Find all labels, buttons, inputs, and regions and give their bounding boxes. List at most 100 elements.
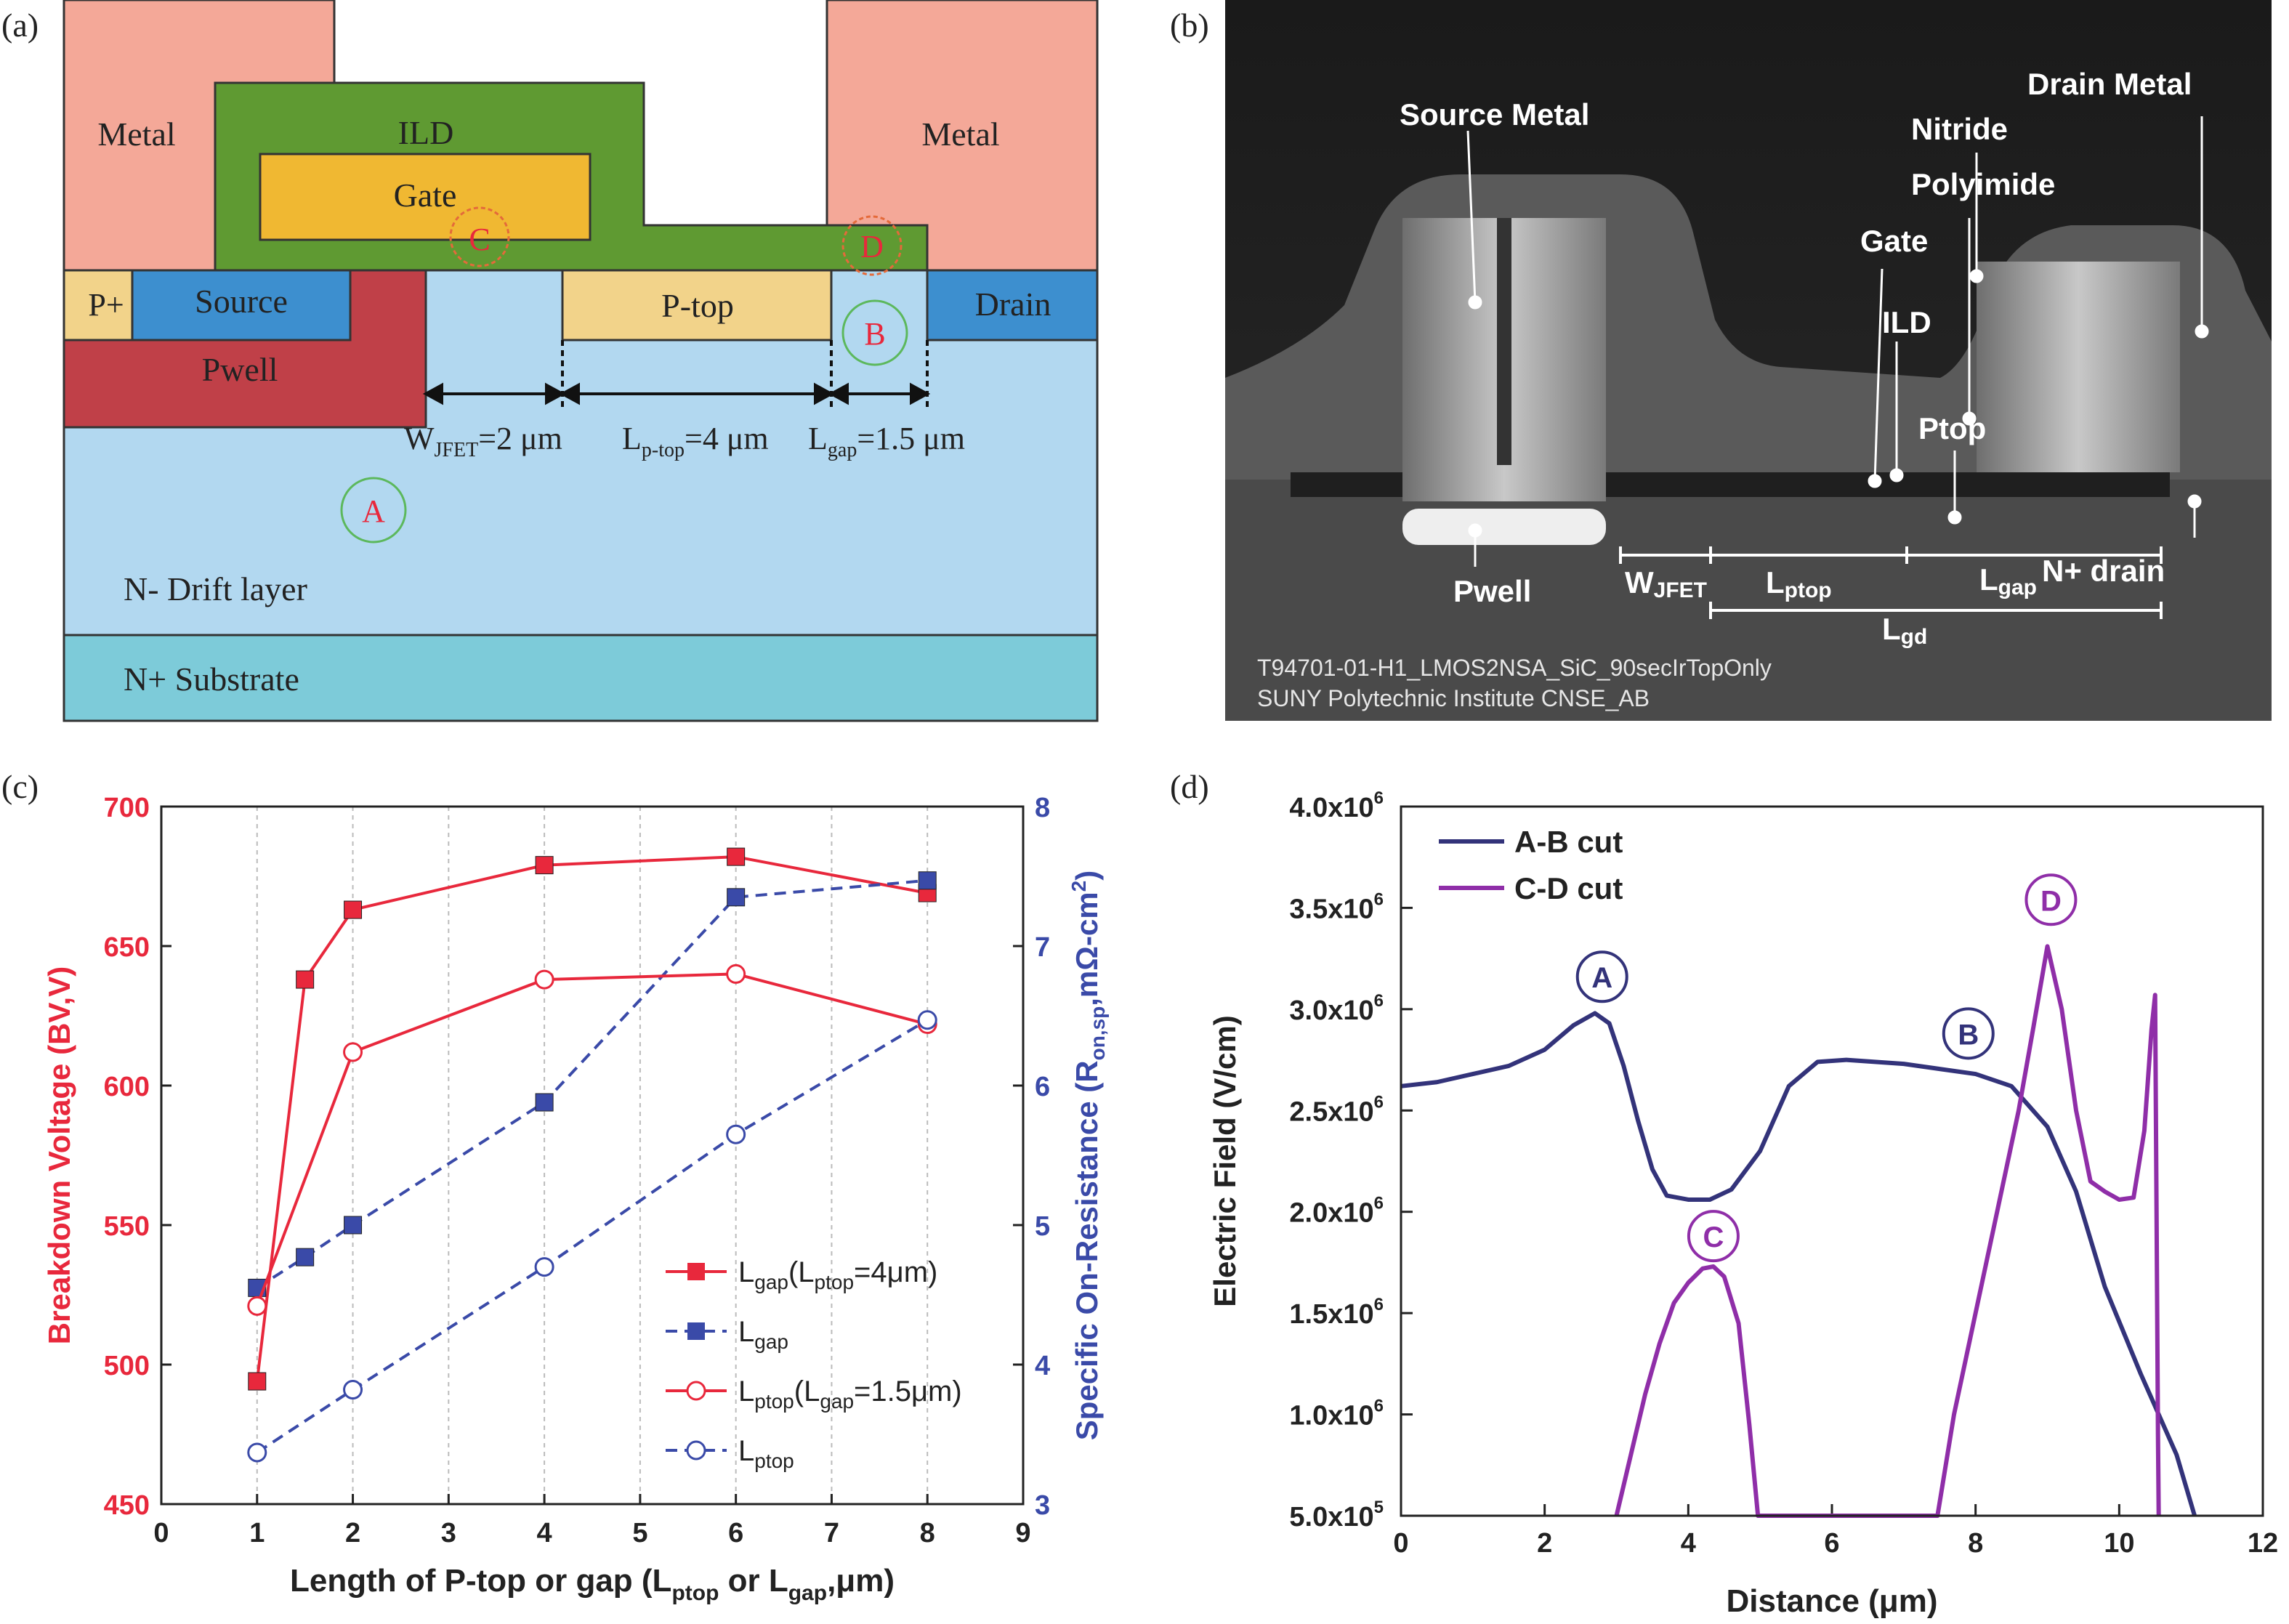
chart-c-xtick-label: 9 [1015, 1518, 1030, 1548]
chart-c-point [535, 856, 554, 875]
chart-c-series-line [255, 972, 928, 1307]
chart-c-xtick-label: 5 [632, 1518, 647, 1548]
marker-d: D [841, 215, 903, 276]
chart-d-series-line [1400, 1011, 2197, 1516]
chart-c-point [247, 1442, 267, 1463]
chart-c-ytick-label: 700 [104, 793, 150, 823]
chart-c-point [918, 871, 937, 890]
chart-d-marker-circle [2024, 873, 2078, 926]
sem-dimension-bars [1619, 546, 2163, 619]
chart-d-marker-label: D [2040, 885, 2062, 917]
chart-c-point [247, 1296, 267, 1316]
chart-c-legend-label: Lptop [738, 1435, 794, 1472]
svg-text:B: B [864, 316, 885, 352]
panel-b-svg: (b) Source Metal Gate ILD Ptop Polyimide… [1170, 0, 2272, 721]
chart-d-ytick-label: 4.0x106 [1289, 788, 1384, 823]
chart-d-legend-label: C-D cut [1514, 871, 1623, 905]
ptop-region [561, 269, 833, 342]
chart-c-ytick-label: 600 [104, 1072, 150, 1102]
chart-c-xtick-label: 2 [345, 1518, 360, 1548]
sem-label-drain-metal: Drain Metal [2027, 67, 2192, 101]
dim-lgap: Lgap=1.5 μm [808, 421, 965, 461]
chart-c-y2tick-label: 4 [1035, 1351, 1050, 1381]
chart-d-xtick-label: 6 [1824, 1528, 1839, 1559]
chart-c-legend-marker [687, 1263, 705, 1280]
chart-d-ytick-label: 1.0x106 [1289, 1397, 1384, 1431]
chart-c-xtick-label: 1 [249, 1518, 265, 1548]
chart-c-ytick-label: 450 [104, 1490, 150, 1521]
dimension-arrows [422, 340, 931, 407]
panel-a-label: (a) [1, 7, 39, 44]
ptop-label: P-top [661, 287, 734, 324]
chart-c-legend-marker [686, 1381, 706, 1401]
dim-lptop: Lp-top=4 μm [622, 421, 769, 461]
gate-region [259, 153, 592, 241]
chart-c-point [917, 1010, 937, 1030]
chart-c-point [296, 970, 315, 989]
sem-label-polyimide: Polyimide [1911, 167, 2055, 201]
chart-c-xtick-label: 3 [441, 1518, 456, 1548]
chart-c-point [343, 1042, 363, 1062]
chart-d-ytick-label: 2.0x106 [1289, 1194, 1384, 1229]
chart-c-legend: Lgap(Lptop=4μm)LgapLptop(Lgap=1.5μm)Lpto… [666, 1256, 962, 1472]
chart-c-xtick-label: 0 [153, 1518, 169, 1548]
sem-label-source-metal: Source Metal [1400, 97, 1589, 132]
panel-d-label: (d) [1170, 768, 1209, 805]
sem-label-nitride: Nitride [1911, 112, 2008, 146]
chart-d-xtick-label: 0 [1393, 1528, 1408, 1559]
chart-d-marker-label: A [1591, 962, 1612, 994]
chart-c-point [534, 1257, 554, 1277]
metal-right-label: Metal [921, 116, 999, 153]
sem-caption-2: SUNY Polytechnic Institute CNSE_AB [1257, 685, 1650, 711]
sem-pwell [1402, 509, 1606, 545]
panel-b: (b) Source Metal Gate ILD Ptop Polyimide… [1155, 0, 2289, 727]
chart-c-legend-marker [687, 1322, 705, 1340]
marker-c: C [449, 206, 510, 267]
chart-c-ylabel: Breakdown Voltage (BV,V) [42, 966, 76, 1344]
panel-a-svg: (a) Metal Metal ILD Gate P+ Source P-top… [1, 0, 1099, 722]
chart-d-marker-label: C [1703, 1221, 1724, 1253]
metal-left-label: Metal [97, 116, 175, 153]
chart-c-series-line [255, 855, 928, 1382]
panel-b-label: (b) [1170, 7, 1209, 44]
chart-d-xtick-label: 2 [1537, 1528, 1552, 1559]
pwell-label: Pwell [202, 351, 278, 388]
svg-text:A: A [362, 493, 385, 529]
svg-text:C: C [469, 222, 490, 257]
sem-dim-lptop: Lptop [1766, 565, 1832, 602]
chart-c-y2tick-label: 6 [1035, 1072, 1050, 1102]
sem-label-ptop: Ptop [1918, 411, 1986, 445]
p-plus-region [62, 269, 134, 342]
chart-c-point [296, 1248, 315, 1267]
drift-label: N- Drift layer [124, 570, 307, 607]
dim-wjfet: WJFET=2 μm [404, 421, 562, 461]
substrate-label: N+ Substrate [124, 660, 299, 698]
gate-label: Gate [394, 177, 457, 214]
panel-c-label: (c) [1, 768, 39, 805]
chart-c-xtick-label: 4 [537, 1518, 552, 1548]
drain-region [926, 269, 1099, 342]
chart-c-point [248, 1372, 267, 1391]
chart-d-ytick-label: 3.0x106 [1289, 991, 1384, 1026]
chart-c-legend-label: Lgap [738, 1316, 788, 1353]
chart-c-legend-marker [686, 1440, 706, 1461]
sem-label-n-drain: N+ drain [2042, 554, 2165, 588]
drain-label: Drain [975, 286, 1051, 323]
chart-d-xtick-label: 10 [2104, 1528, 2134, 1559]
chart-c-xtick-label: 7 [824, 1518, 839, 1548]
panel-a: (a) Metal Metal ILD Gate P+ Source P-top… [0, 0, 1112, 727]
p-plus-label: P+ [88, 287, 124, 323]
chart-c-y2tick-label: 7 [1035, 932, 1050, 963]
sem-dim-lgd: Lgd [1882, 612, 1927, 649]
chart-c-legend-label: Lgap(Lptop=4μm) [738, 1256, 937, 1293]
source-label: Source [195, 283, 288, 320]
chart-c-point [344, 900, 363, 919]
chart-d-ytick-label: 3.5x106 [1289, 889, 1384, 924]
chart-c-y2label: Specific On-Resistance (Ron,sp,mΩ-cm2) [1067, 870, 1109, 1440]
chart-c-y2tick-label: 5 [1035, 1211, 1050, 1242]
chart-c-point [727, 888, 746, 907]
chart-c-ytick-label: 550 [104, 1211, 150, 1242]
